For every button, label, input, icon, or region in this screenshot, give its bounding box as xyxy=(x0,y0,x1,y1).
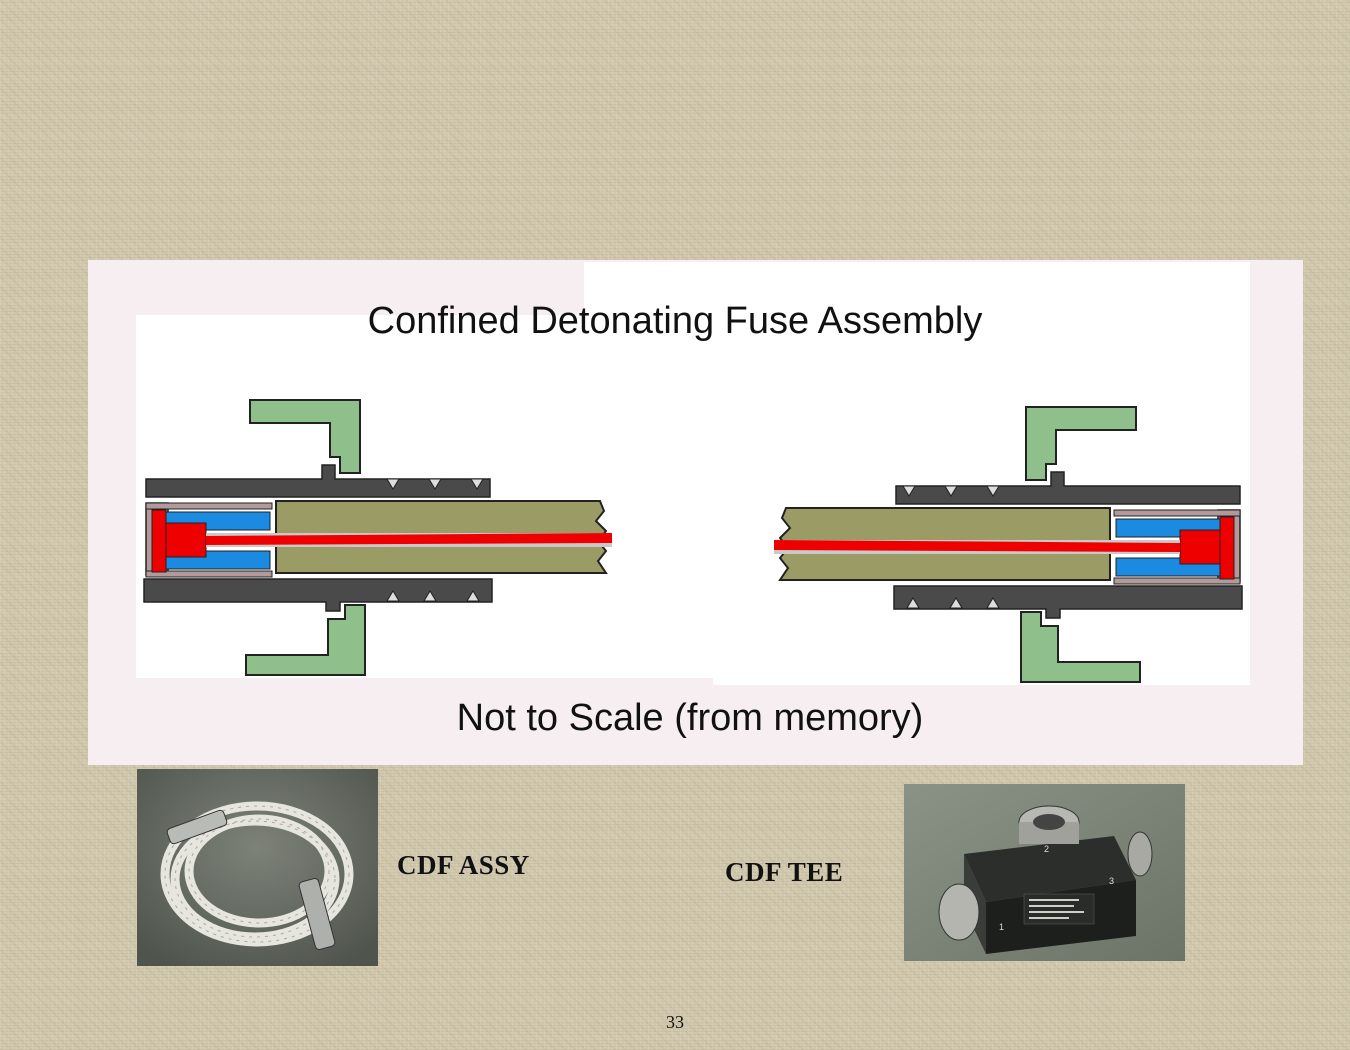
left-thread-tooth xyxy=(386,478,400,490)
right-thread-tooth xyxy=(944,485,958,497)
left-red-booster xyxy=(165,522,207,558)
tee-port-number: 1 xyxy=(999,922,1004,932)
right-thread-tooth xyxy=(906,597,920,609)
right-detonating-cord xyxy=(774,540,1180,552)
right-lower-green-nut xyxy=(1020,611,1141,683)
cdf-tee-photo: 1 2 3 xyxy=(904,784,1185,961)
tee-port-number: 3 xyxy=(1109,876,1114,886)
right-upper-green-nut xyxy=(1025,406,1137,481)
left-lower-housing xyxy=(143,578,493,612)
right-connector-cross-section xyxy=(774,406,1243,683)
left-thread-tooth xyxy=(470,478,484,490)
right-red-end-charge xyxy=(1219,516,1235,580)
left-thread-tooth xyxy=(386,590,400,602)
left-detonating-cord xyxy=(206,533,612,545)
diagram-title: Confined Detonating Fuse Assembly xyxy=(367,300,983,342)
page-number: 33 xyxy=(666,1012,684,1032)
left-connector-cross-section xyxy=(143,399,612,676)
diagram-caption: Not to Scale (from memory) xyxy=(456,697,924,739)
cdf-assy-photo xyxy=(137,769,378,966)
left-lower-green-nut xyxy=(245,604,366,676)
left-thread-tooth xyxy=(466,590,480,602)
left-upper-housing xyxy=(145,464,491,498)
right-upper-housing xyxy=(895,471,1241,505)
tee-port-number: 2 xyxy=(1044,844,1049,854)
right-thread-tooth xyxy=(986,597,1000,609)
right-red-booster xyxy=(1179,529,1221,565)
right-thread-tooth xyxy=(949,597,963,609)
left-upper-green-nut xyxy=(249,399,361,474)
cdf-tee-label: CDF TEE xyxy=(725,857,844,887)
cdf-assy-label: CDF ASSY xyxy=(397,850,530,880)
right-shell-top xyxy=(1113,509,1241,517)
right-thread-tooth xyxy=(986,485,1000,497)
right-lower-housing xyxy=(893,585,1243,619)
left-shell-bottom xyxy=(145,570,273,578)
left-thread-tooth xyxy=(423,590,437,602)
right-shell-bottom xyxy=(1113,577,1241,585)
left-red-end-charge xyxy=(151,509,167,573)
diagram-white-area-top xyxy=(584,262,1250,322)
left-thread-tooth xyxy=(428,478,442,490)
left-shell-top xyxy=(145,502,273,510)
right-thread-tooth xyxy=(902,485,916,497)
